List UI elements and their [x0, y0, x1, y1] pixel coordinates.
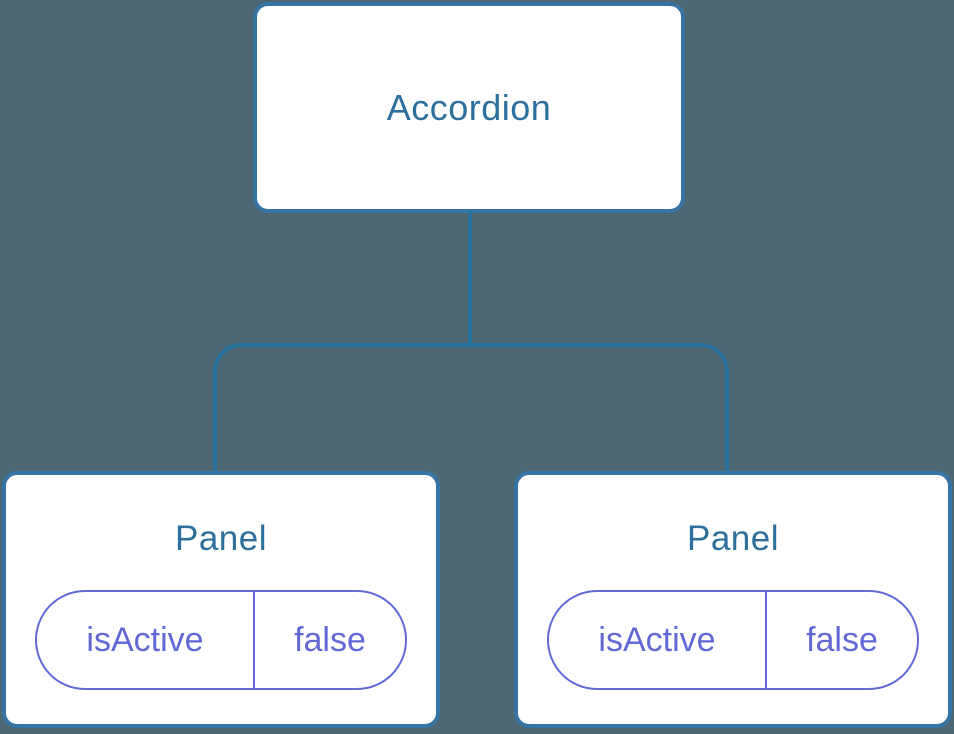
state-pill: isActive false — [35, 590, 407, 690]
state-value: false — [806, 620, 878, 659]
state-key: isActive — [37, 592, 255, 688]
panel-node-label: Panel — [686, 519, 780, 558]
state-value: false — [294, 620, 366, 659]
accordion-node: Accordion — [253, 2, 685, 213]
connector-stem — [468, 211, 472, 345]
state-pill: isActive false — [547, 590, 919, 690]
panel-node-label: Panel — [174, 519, 268, 558]
accordion-node-label: Accordion — [386, 86, 552, 128]
panel-node-left: Panel isActive false — [2, 471, 440, 728]
panel-node-right: Panel isActive false — [514, 471, 952, 728]
connector-branch — [213, 343, 729, 473]
state-key: isActive — [549, 592, 767, 688]
